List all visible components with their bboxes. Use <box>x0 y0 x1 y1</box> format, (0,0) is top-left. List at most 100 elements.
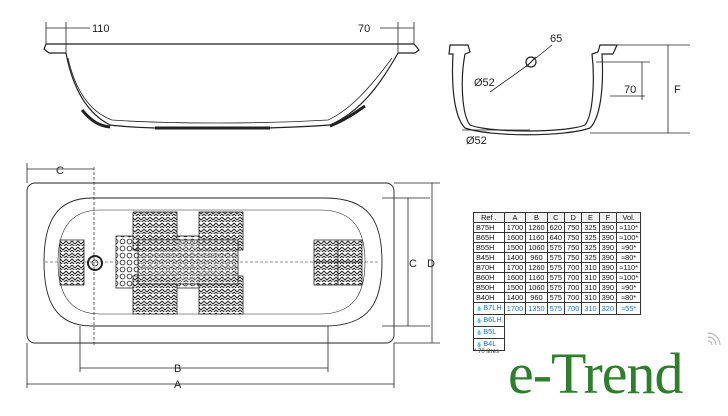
table-cell: 575 <box>546 272 565 283</box>
table-cell: B50H <box>473 282 505 293</box>
table-cell: ≈80* <box>616 292 642 303</box>
table-cell: 310 <box>581 272 600 283</box>
table-cell: 1060 <box>525 242 548 253</box>
table-cell: B6LH <box>473 314 505 327</box>
table-cell: 320 <box>598 302 618 315</box>
wifi-icon <box>707 332 721 346</box>
table-empty-cell <box>564 315 581 327</box>
table-cell: B55H <box>473 242 505 253</box>
table-cell: 390 <box>598 262 618 273</box>
table-cell: ≈100* <box>616 272 642 283</box>
table-empty-cell <box>547 315 564 327</box>
table-cell: 640 <box>546 232 565 243</box>
table-cell: 700 <box>563 272 583 283</box>
table-cell: B60H <box>473 272 505 283</box>
table-cell: 1600 <box>503 232 527 243</box>
table-cell: 1500 <box>503 282 527 293</box>
table-cell: 575 <box>546 252 565 263</box>
table-empty-cell <box>526 315 547 327</box>
table-header-cell: Vol. <box>616 212 642 223</box>
table-cell: 1160 <box>525 272 548 283</box>
table-cell: B40H <box>473 292 505 303</box>
table-cell: ≈110* <box>616 222 642 233</box>
side-dim-right: 70 <box>358 23 370 35</box>
end-dim-drain: 65 <box>550 33 562 45</box>
table-cell: B5L <box>473 326 505 339</box>
table-cell: B65H <box>473 232 505 243</box>
table-cell: 1060 <box>525 282 548 293</box>
table-empty-cell <box>599 315 616 327</box>
table-cell: 700 <box>563 282 583 293</box>
table-cell: 1600 <box>503 272 527 283</box>
table-cell: B45H <box>473 252 505 263</box>
table-cell: B70H <box>473 262 505 273</box>
end-dim-height-small: 70 <box>624 84 636 96</box>
table-cell: 310 <box>581 292 600 303</box>
table-cell: 325 <box>581 222 600 233</box>
table-cell: B7LH <box>473 302 505 315</box>
table-header-cell: C <box>546 212 565 223</box>
table-cell: 1700 <box>503 222 527 233</box>
table-cell: 390 <box>598 232 618 243</box>
table-header-cell: E <box>581 212 600 223</box>
table-cell: 1400 <box>503 292 527 303</box>
top-view-dimensions <box>26 163 440 388</box>
table-cell: ≈110* <box>616 262 642 273</box>
table-cell: 310 <box>581 302 600 315</box>
table-cell: 960 <box>525 292 548 303</box>
table-cell: 390 <box>598 222 618 233</box>
top-dim-d: D <box>427 258 435 270</box>
table-cell: 575 <box>546 292 565 303</box>
table-cell: B4L <box>473 338 505 351</box>
table-cell: 310 <box>581 262 600 273</box>
table-cell: 1350 <box>525 302 548 315</box>
top-dim-c-side: C <box>409 258 417 270</box>
table-cell: 1260 <box>525 262 548 273</box>
table-cell: 575 <box>546 282 565 293</box>
table-cell: ≈100* <box>616 232 642 243</box>
table-cell: 575 <box>546 242 565 253</box>
table-cell: 325 <box>581 242 600 253</box>
top-dim-c-top: C <box>56 165 64 177</box>
table-cell: 1700 <box>503 262 527 273</box>
table-cell: ≈55* <box>616 302 642 315</box>
table-cell: 750 <box>563 222 583 233</box>
table-empty-cell <box>617 315 641 327</box>
brand-logo-text: e-Trend <box>508 341 684 406</box>
table-cell: 960 <box>525 252 548 263</box>
table-cell: 700 <box>563 292 583 303</box>
table-cell: ≈90* <box>616 282 642 293</box>
end-dim-height-label: F <box>674 84 681 96</box>
side-dim-left: 110 <box>92 23 110 35</box>
top-view-mats <box>59 211 363 315</box>
table-cell: 390 <box>598 282 618 293</box>
table-cell: B75H <box>473 222 505 233</box>
table-cell: 620 <box>546 222 565 233</box>
table-cell: 700 <box>563 262 583 273</box>
end-view-dimensions <box>462 44 690 134</box>
table-cell: 1260 <box>525 222 548 233</box>
table-header-cell: D <box>563 212 583 223</box>
table-cell: 575 <box>546 262 565 273</box>
table-cell: 750 <box>563 252 583 263</box>
table-cell: 1500 <box>503 242 527 253</box>
table-empty-cell <box>582 315 599 327</box>
table-header-cell: F <box>598 212 618 223</box>
table-cell: 390 <box>598 292 618 303</box>
table-header-cell: A <box>503 212 527 223</box>
table-cell: ≈90* <box>616 242 642 253</box>
table-cell: 390 <box>598 272 618 283</box>
side-view <box>43 43 420 130</box>
table-cell: 700 <box>563 302 583 315</box>
top-dim-b: B <box>174 363 181 375</box>
end-dim-hole-bottom: Ø52 <box>466 135 487 147</box>
table-cell: ≈80* <box>616 252 642 263</box>
